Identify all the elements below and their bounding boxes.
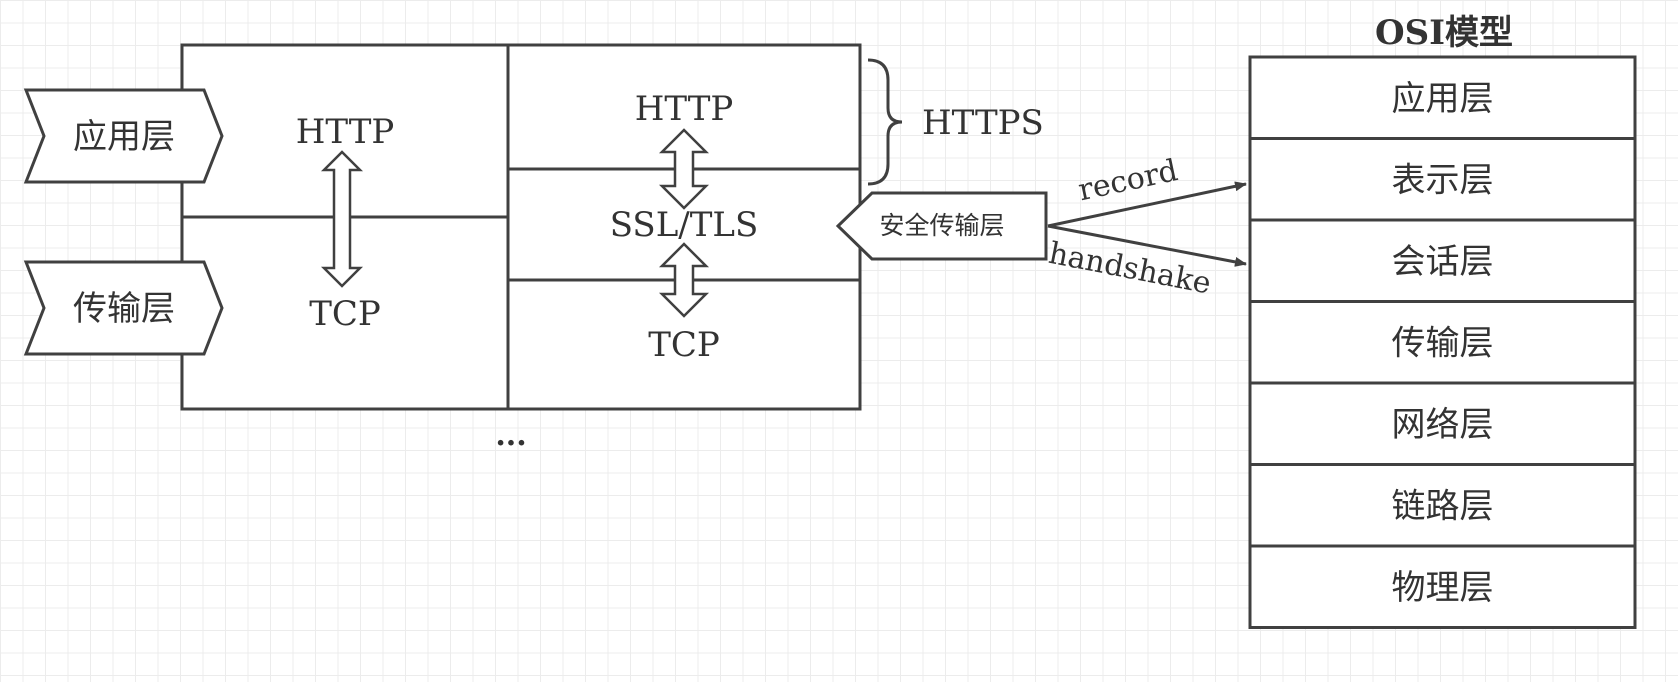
osi-layer-row: 传输层 <box>1248 300 1637 385</box>
https-tcp-label: TCP <box>648 325 720 365</box>
osi-layer-row: 表示层 <box>1248 137 1637 222</box>
osi-layer-row: 物理层 <box>1248 544 1637 629</box>
osi-layer-label: 链路层 <box>1392 486 1494 526</box>
osi-layer-label: 物理层 <box>1392 568 1494 608</box>
ellipsis-text: ... <box>495 418 526 453</box>
left-tag-transport: 传输层 <box>23 260 224 356</box>
tcpip-stack: HTTP TCP <box>180 43 510 411</box>
chevron-tag-shape <box>23 260 224 356</box>
left-tag-label: 应用层 <box>73 117 175 157</box>
osi-layer-cell <box>1248 300 1637 385</box>
osi-layer-cell <box>1248 137 1637 222</box>
osi-arrows: record handshake <box>1046 153 1247 302</box>
handshake-label: handshake <box>1046 236 1214 302</box>
https-ssl-label: SSL/TLS <box>610 205 759 245</box>
http-ssl-bidirectional-arrow <box>658 128 710 210</box>
tcpip-http-label: HTTP <box>296 112 395 152</box>
osi-title: OSI模型 <box>1375 13 1513 53</box>
security-tag-shape <box>835 191 1048 261</box>
osi-layer-label: 网络层 <box>1392 405 1494 445</box>
osi-layer-label: 会话层 <box>1392 242 1494 282</box>
tcpip-bidirectional-arrow <box>320 150 364 288</box>
tcpip-tcp-label: TCP <box>309 294 381 334</box>
osi-layer-label: 表示层 <box>1392 160 1494 200</box>
osi-layer-cell <box>1248 544 1637 629</box>
left-tag-application: 应用层 <box>23 88 224 184</box>
handshake-arrow <box>1047 224 1247 267</box>
chevron-tag-shape <box>23 88 224 184</box>
left-tag-label: 传输层 <box>73 289 175 329</box>
https-http-label: HTTP <box>635 89 734 129</box>
record-arrow <box>1047 181 1247 228</box>
osi-layer-cell <box>1248 218 1637 303</box>
osi-layer-cell <box>1248 463 1637 548</box>
https-brace-label: HTTPS <box>922 103 1044 143</box>
osi-layer-row: 会话层 <box>1248 218 1637 303</box>
https-stack: HTTP SSL/TLS TCP <box>506 43 862 411</box>
security-tag: 安全传输层 <box>835 191 1048 261</box>
osi-layer-row: 链路层 <box>1248 463 1637 548</box>
curly-brace-icon <box>867 58 903 186</box>
https-brace-group: HTTPS <box>867 58 1044 186</box>
security-tag-label: 安全传输层 <box>879 211 1004 240</box>
osi-layer-label: 传输层 <box>1392 323 1494 363</box>
osi-layer-row: 应用层 <box>1248 55 1637 140</box>
osi-layer-row: 网络层 <box>1248 381 1637 466</box>
osi-layer-cell <box>1248 55 1637 140</box>
ssl-tcp-bidirectional-arrow <box>658 242 710 318</box>
osi-layer-label: 应用层 <box>1392 79 1494 119</box>
osi-layer-cell <box>1248 381 1637 466</box>
